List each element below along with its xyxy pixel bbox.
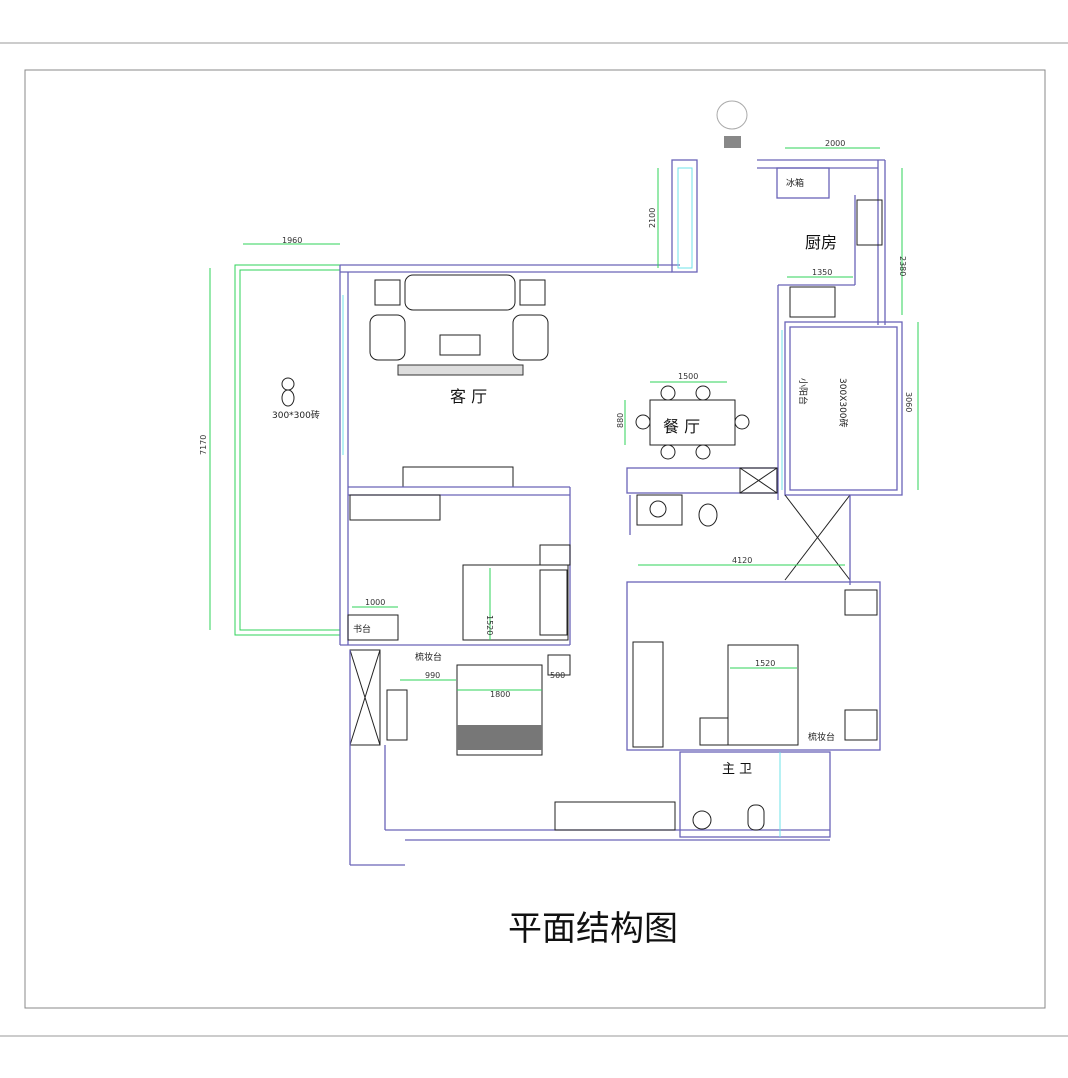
room-label-dining: 餐 厅 xyxy=(663,417,700,436)
master-bathroom xyxy=(679,751,831,838)
label-tiles: 300*300砖 xyxy=(272,409,320,421)
label-dresser-left: 梳妆台 xyxy=(415,651,442,663)
dining-table xyxy=(624,381,750,460)
dim-balcony-width: 1960 xyxy=(282,236,302,245)
room-label-kitchen: 厨房 xyxy=(805,233,837,252)
kitchen xyxy=(757,147,903,500)
room-label-living: 客 厅 xyxy=(450,387,487,406)
label-small-balcony-tiles: 300X300砖 xyxy=(837,378,849,428)
dim-table-depth: 880 xyxy=(616,413,625,428)
master-bedroom xyxy=(349,649,830,866)
label-fridge: 冰箱 xyxy=(786,177,804,189)
dim-bed2-width: 1520 xyxy=(485,615,494,635)
bedroom-2 xyxy=(340,487,571,646)
drawing-border xyxy=(24,69,1046,1009)
dim-nightstand: 500 xyxy=(550,671,565,680)
small-balcony xyxy=(781,321,919,496)
entrance-icon xyxy=(716,100,748,148)
dim-sink-counter: 1350 xyxy=(812,268,832,277)
dim-master-bed: 1800 xyxy=(490,690,510,699)
label-desk: 书台 xyxy=(353,623,371,635)
dim-bed3-width: 1520 xyxy=(755,659,775,668)
dim-desk: 1000 xyxy=(365,598,385,607)
dim-table-width: 1500 xyxy=(678,372,698,381)
balcony-left xyxy=(209,243,341,636)
label-small-balcony: 小阳台 xyxy=(797,378,809,405)
guest-bathroom xyxy=(626,467,851,585)
dim-balcony-length: 7170 xyxy=(199,435,208,455)
bay-window xyxy=(657,159,698,273)
dim-small-balcony: 3060 xyxy=(904,392,913,412)
dim-master-side: 990 xyxy=(425,671,440,680)
label-dresser-right: 梳妆台 xyxy=(808,731,835,743)
plan-title: 平面结构图 xyxy=(508,909,678,949)
dim-bay-window: 2100 xyxy=(648,208,657,228)
living-room xyxy=(339,264,680,645)
dim-kitchen-width: 2000 xyxy=(825,139,845,148)
bedroom-3 xyxy=(626,581,881,751)
room-label-master-bath: 主 卫 xyxy=(722,762,752,777)
dim-kitchen-depth: 2380 xyxy=(898,256,907,276)
dim-corridor: 4120 xyxy=(732,556,752,565)
